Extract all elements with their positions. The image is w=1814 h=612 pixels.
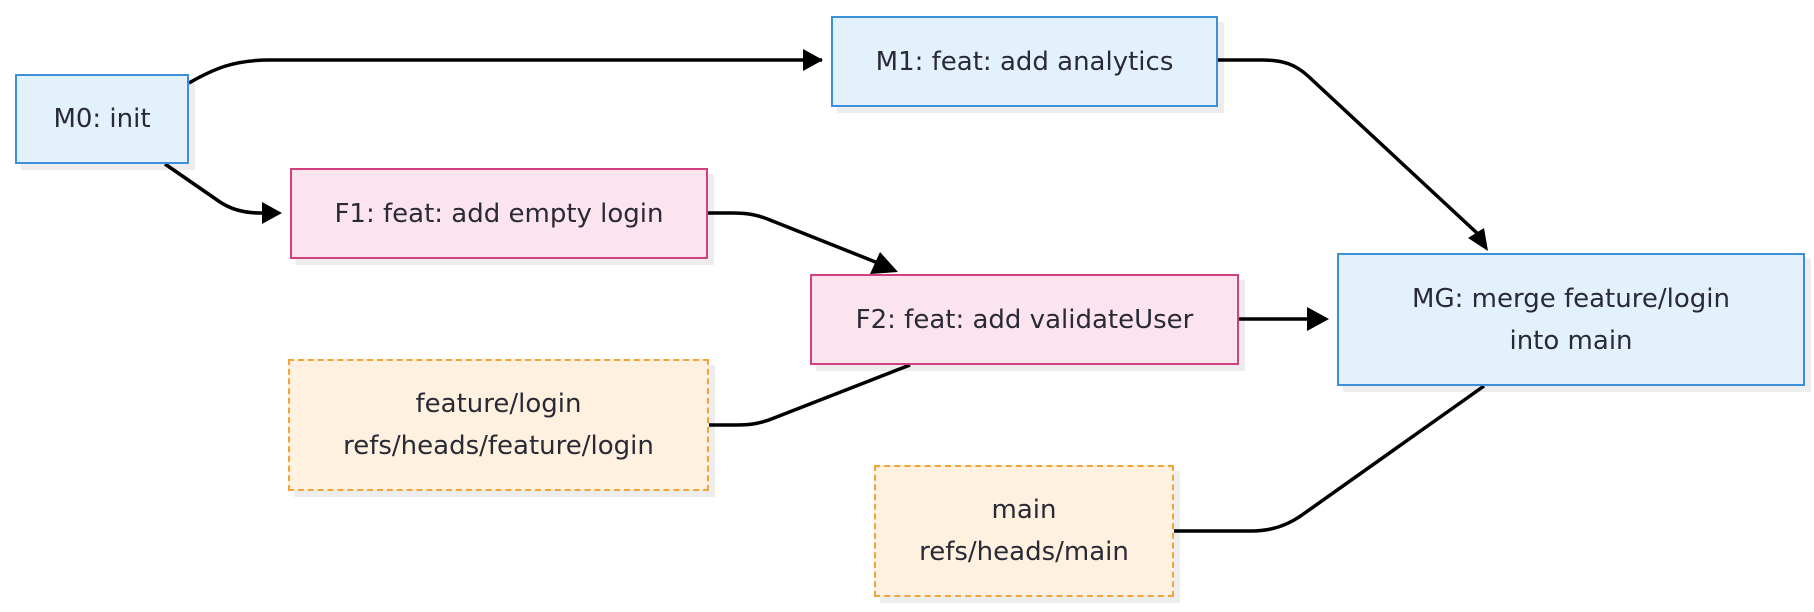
ref-feature-path: refs/heads/feature/login — [343, 431, 654, 461]
commit-node-m0[interactable]: M0: init — [15, 74, 189, 164]
ref-node-feature-login[interactable]: feature/login refs/heads/feature/login — [288, 359, 709, 491]
edge-ref-feature-to-f2 — [709, 363, 911, 427]
merge-label-line2: into main — [1509, 325, 1633, 356]
edge-m0-to-m1 — [188, 58, 822, 85]
merge-label-line1: MG: merge feature/login — [1412, 283, 1730, 314]
edge-f1-to-f2 — [708, 211, 879, 265]
arrowhead-f1 — [262, 202, 282, 224]
commit-node-f1[interactable]: F1: feat: add empty login — [290, 168, 708, 259]
commit-label-m0: M0: init — [53, 104, 151, 134]
edge-m1-to-mg — [1218, 58, 1480, 236]
arrowhead-m1 — [803, 49, 823, 71]
commit-node-f2[interactable]: F2: feat: add validateUser — [810, 274, 1239, 365]
edge-m0-to-f1 — [164, 162, 268, 215]
ref-node-main[interactable]: main refs/heads/main — [874, 465, 1174, 597]
arrowhead-mg-top — [1468, 228, 1488, 251]
commit-node-m1[interactable]: M1: feat: add analytics — [831, 16, 1218, 107]
edge-ref-main-to-mg — [1174, 384, 1486, 533]
arrowhead-f2 — [870, 252, 898, 274]
commit-label-f1: F1: feat: add empty login — [334, 198, 664, 229]
arrowhead-mg-left — [1307, 307, 1329, 331]
commit-label-f2: F2: feat: add validateUser — [855, 304, 1194, 335]
ref-main-name: main — [991, 495, 1057, 525]
commit-label-m1: M1: feat: add analytics — [875, 46, 1174, 77]
ref-feature-name: feature/login — [415, 389, 582, 419]
ref-main-path: refs/heads/main — [919, 537, 1129, 567]
merge-commit-node-mg[interactable]: MG: merge feature/login into main — [1337, 253, 1805, 386]
